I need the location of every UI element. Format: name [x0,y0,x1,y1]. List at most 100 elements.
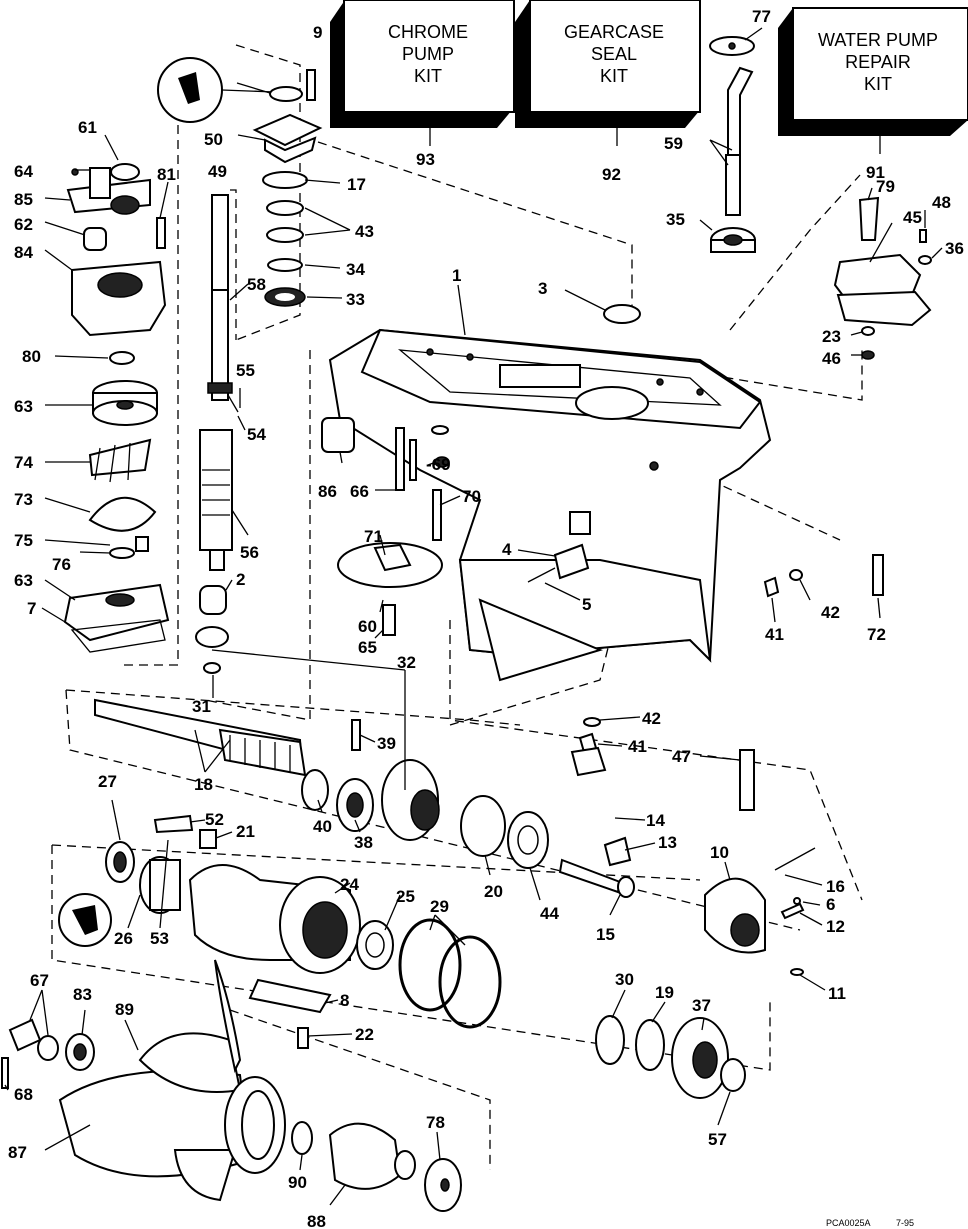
callout-46: 46 [822,349,841,368]
water-pump-parts [63,163,170,653]
callout-37: 37 [692,996,711,1015]
callout-55: 55 [236,361,255,380]
callout-11: 11 [828,984,846,1003]
callout-22: 22 [355,1025,374,1044]
kit-title-line: CHROME [388,22,468,42]
callout-56: 56 [240,543,259,562]
callout-31: 31 [192,697,211,716]
callout-85: 85 [14,190,33,209]
callout-58: 58 [247,275,266,294]
callout-76: 76 [52,555,71,574]
callout-48: 48 [932,193,951,212]
callout-19: 19 [655,983,674,1002]
callout-39: 39 [377,734,396,753]
callout-17: 17 [347,175,366,194]
callout-88: 88 [307,1212,326,1229]
callout-29: 29 [430,897,449,916]
callout-63: 63 [14,571,33,590]
callout-42: 42 [642,709,661,728]
diagram-code: PCA0025A [826,1218,871,1228]
callout-4: 4 [502,540,512,559]
callout-69: -69 [426,455,451,474]
callout-54: 54 [247,425,266,444]
callout-34: 34 [346,260,365,279]
callout-74: 74 [14,453,33,472]
callout-14: 14 [646,811,665,830]
callout-43: 43 [355,222,374,241]
callout-42: 42 [821,603,840,622]
callout-80: 80 [22,347,41,366]
callout-62: 62 [14,215,33,234]
callout-41: 41 [628,737,647,756]
callout-68: 68 [14,1085,33,1104]
callout-78: 78 [426,1113,445,1132]
callout-32: 32 [397,653,416,672]
callout-3: 3 [538,279,547,298]
callout-30: 30 [615,970,634,989]
chrome-pump-kit-box: CHROME PUMP KIT [330,0,515,128]
callout-90: 90 [288,1173,307,1192]
callout-72: 72 [867,625,886,644]
callout-87: 87 [8,1143,27,1162]
callout-57: 57 [708,1130,727,1149]
callout-75: 75 [14,531,33,550]
kit-title-line: GEARCASE [564,22,664,42]
callout-9: 9 [313,23,322,42]
kit-title-line: REPAIR [845,52,911,72]
callout-59: 59 [664,134,683,153]
callout-15: 15 [596,925,615,944]
callout-45: 45 [903,208,922,227]
callout-36: 36 [945,239,964,258]
callout-41: 41 [765,625,784,644]
diagram-date: 7-95 [896,1218,914,1228]
kit-title-line: PUMP [402,44,454,64]
leader-lines [4,27,943,1206]
middle-parts [321,417,884,754]
callout-12: 12 [826,917,845,936]
callout-81: 81 [157,165,176,184]
kit-title-line: KIT [600,66,628,86]
propeller-parts [1,959,462,1212]
right-upper-parts [603,36,932,360]
callout-79: 79 [876,177,895,196]
callout-89: 89 [115,1000,134,1019]
callout-24: 24 [340,875,359,894]
callout-2: 2 [236,570,245,589]
kit-title-line: WATER PUMP [818,30,938,50]
callout-38: 38 [354,833,373,852]
callout-91: 91 [866,163,885,182]
callout-63: 63 [14,397,33,416]
callout-labels: 9 50 49 17 43 34 33 58 55 54 56 2 61 64 … [8,7,964,1229]
callout-71: 71 [364,527,383,546]
callout-6: 6 [826,895,835,914]
callout-13: 13 [658,833,677,852]
callout-50: 50 [204,130,223,149]
callout-92: 92 [602,165,621,184]
callout-40: 40 [313,817,332,836]
callout-53: 53 [150,929,169,948]
callout-1: 1 [452,266,461,285]
callout-16: 16 [826,877,845,896]
callout-8: 8 [340,991,349,1010]
callout-25: 25 [396,887,415,906]
callout-67: 67 [30,971,49,990]
callout-73: 73 [14,490,33,509]
water-pump-repair-kit-box: WATER PUMP REPAIR KIT [778,7,968,136]
bearing-carrier-parts [58,814,746,1099]
kit-title-line: KIT [864,74,892,94]
callout-33: 33 [346,290,365,309]
callout-35: 35 [666,210,685,229]
callout-27: 27 [98,772,117,791]
callout-77: 77 [752,7,771,26]
callout-65: 65 [358,638,377,657]
driveshaft-parts [157,57,323,674]
callout-10: 10 [710,843,729,862]
callout-52: 52 [205,810,224,829]
callout-7: 7 [27,599,36,618]
callout-47: 47 [672,747,691,766]
callout-83: 83 [73,985,92,1004]
callout-26: 26 [114,929,133,948]
kit-title-line: KIT [414,66,442,86]
callout-86: 86 [318,482,337,501]
